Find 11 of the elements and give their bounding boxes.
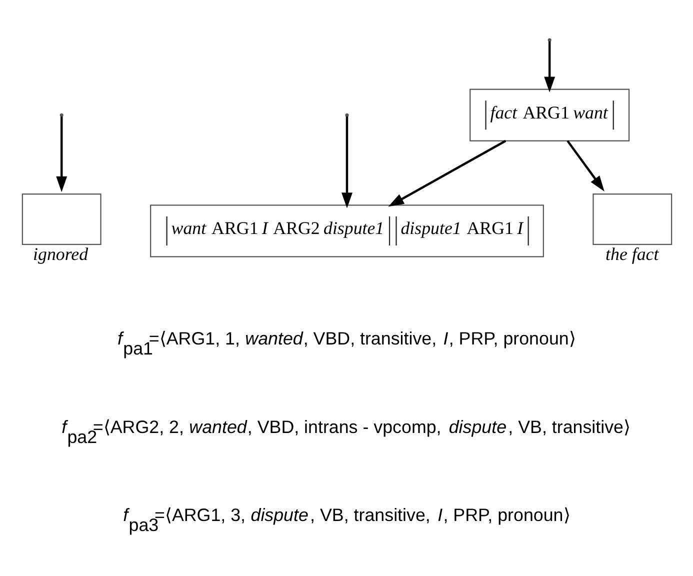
node-box	[592, 192, 672, 244]
node-box	[21, 192, 101, 244]
arrow	[341, 116, 352, 208]
arrow	[544, 40, 555, 92]
arrow	[566, 140, 604, 191]
arrow	[388, 139, 506, 206]
node-label: ignored	[32, 243, 88, 264]
arrow	[56, 116, 67, 192]
node-box: want ARG1 I ARG2 dispute1 dispute1 ARG1 I	[150, 204, 544, 257]
node-label: the fact	[605, 243, 658, 264]
node-box: fact ARG1 want	[469, 88, 630, 141]
